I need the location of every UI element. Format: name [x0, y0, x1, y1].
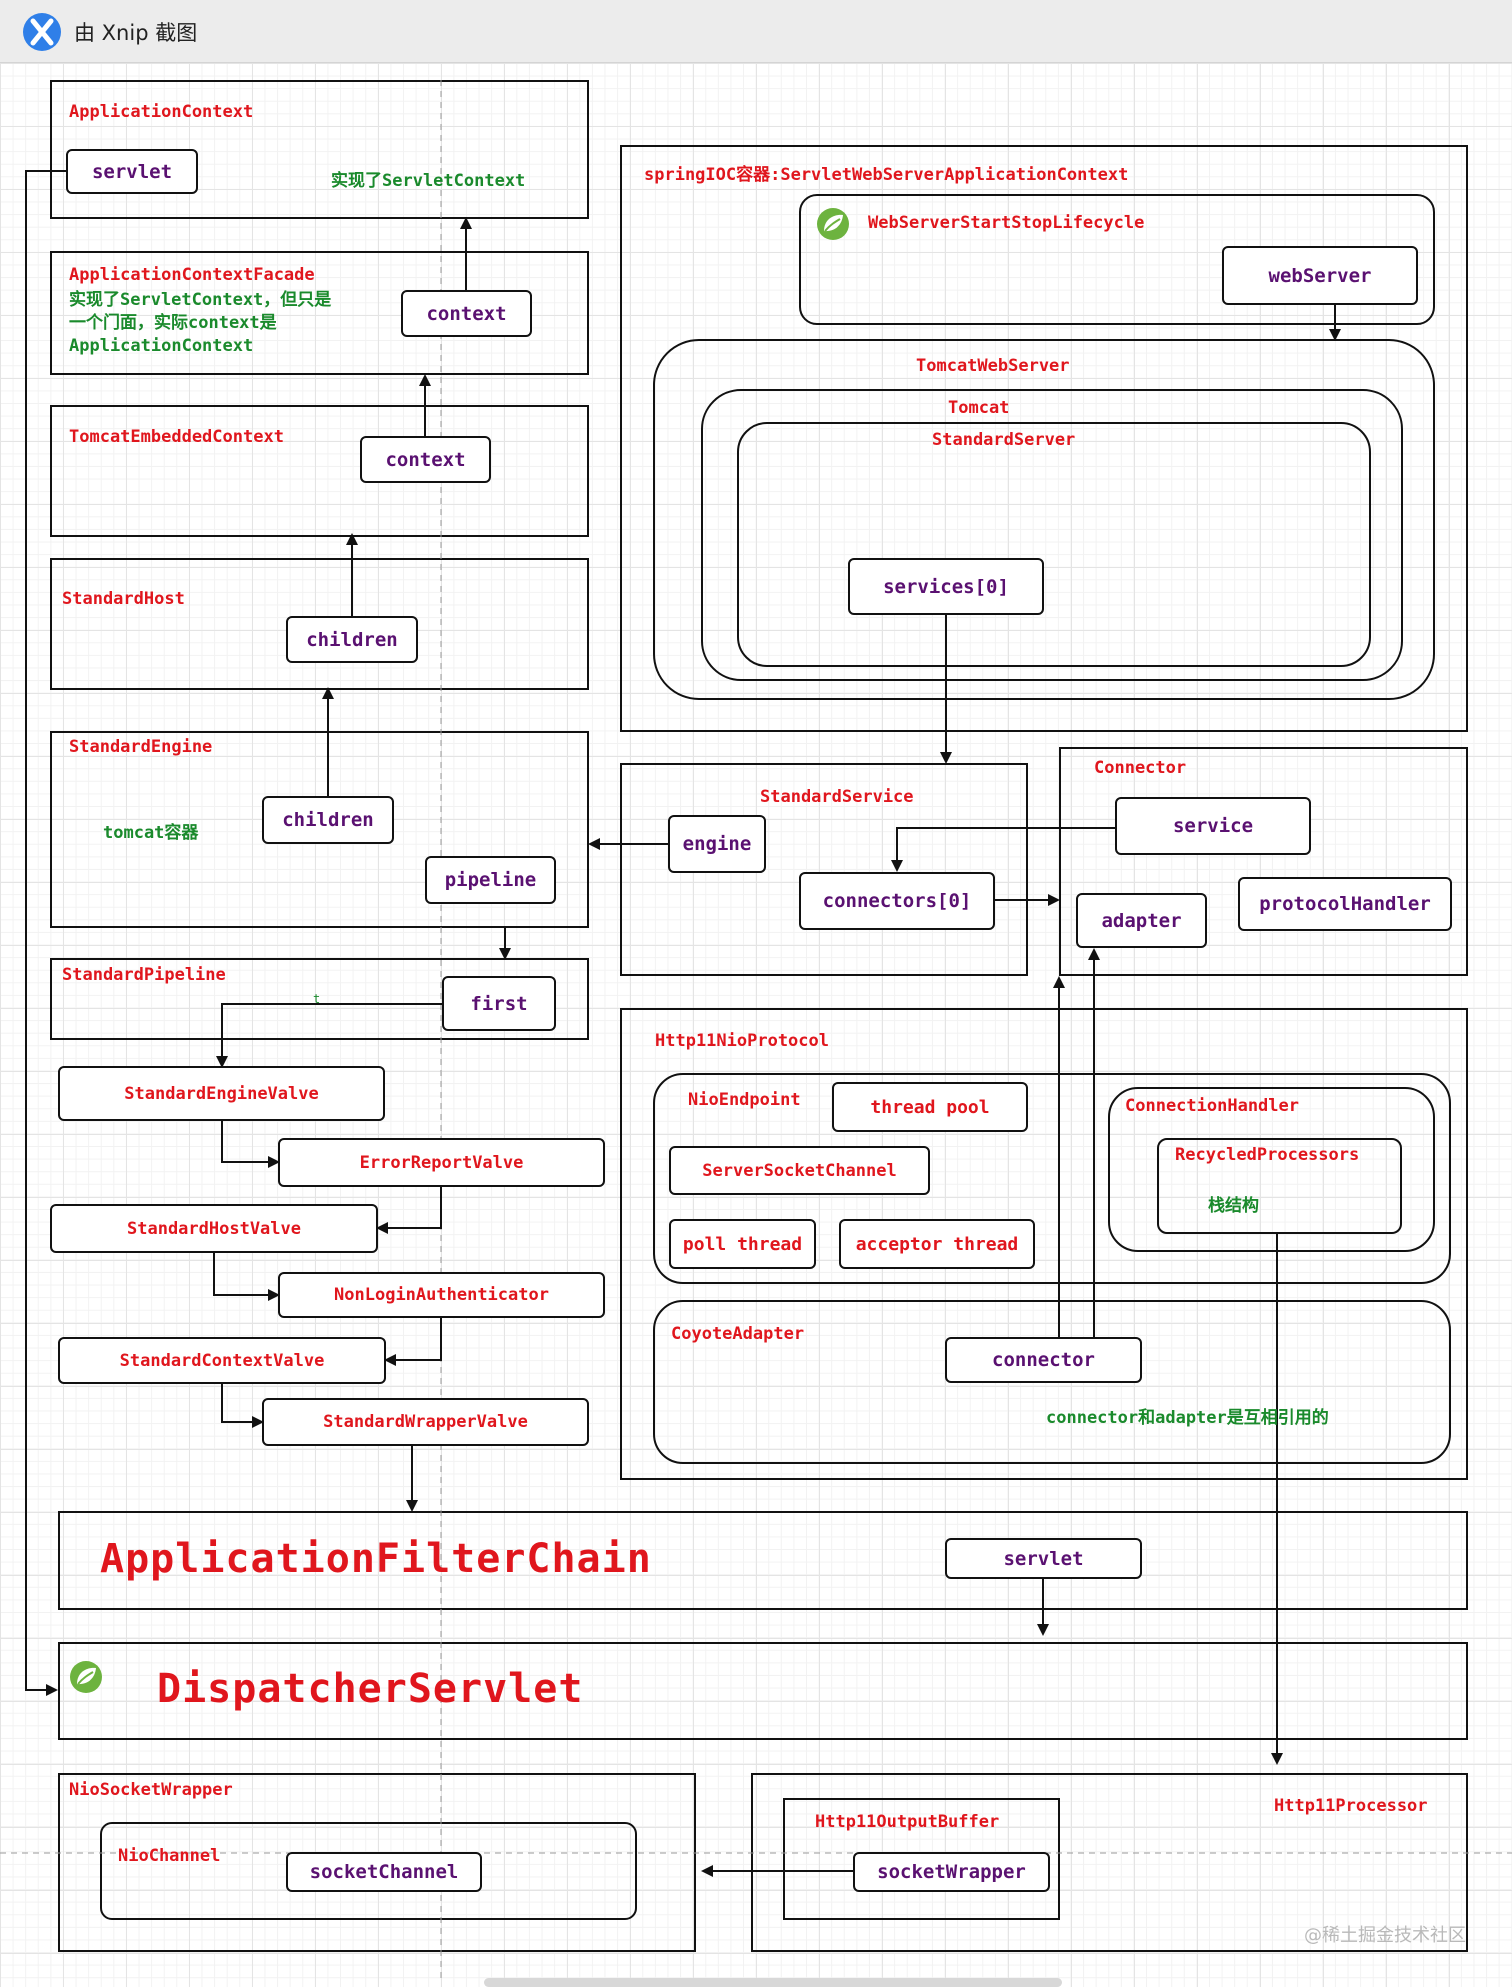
dispatcher-servlet-title: DispatcherServlet [157, 1666, 584, 1712]
standard-server-box [737, 422, 1371, 667]
tomcat-web-server-box [653, 339, 1435, 700]
poll-thread-field[interactable]: poll thread [669, 1219, 816, 1269]
application-context-title: ApplicationContext [69, 102, 254, 122]
socket-channel-field[interactable]: socketChannel [286, 1852, 482, 1892]
standard-server-title: StandardServer [932, 430, 1076, 450]
window-titlebar: 由 Xnip 截图 [0, 0, 1512, 63]
http11-output-buffer-title: Http11OutputBuffer [815, 1812, 1000, 1832]
coyote-adapter-title: CoyoteAdapter [671, 1324, 805, 1344]
tomcat-embedded-context-title: TomcatEmbeddedContext [69, 427, 284, 447]
connectors-field[interactable]: connectors[0] [799, 872, 995, 930]
adapter-field[interactable]: adapter [1076, 893, 1207, 948]
coyote-adapter-box [653, 1300, 1451, 1464]
thread-pool-field[interactable]: thread pool [832, 1082, 1028, 1132]
standard-engine-title: StandardEngine [69, 737, 213, 757]
window-title: 由 Xnip 截图 [74, 21, 198, 45]
standard-host-title: StandardHost [62, 589, 185, 609]
services-field[interactable]: services[0] [848, 558, 1044, 615]
spring-leaf-icon [70, 1661, 102, 1693]
recycled-processors-box [1157, 1138, 1402, 1234]
engine-field[interactable]: engine [668, 815, 766, 873]
coyote-connector-field[interactable]: connector [945, 1337, 1142, 1383]
http11-processor-title: Http11Processor [1274, 1796, 1428, 1816]
tomcat-box [701, 389, 1403, 681]
pipeline-field[interactable]: pipeline [425, 856, 556, 904]
spring-ioc-box [620, 145, 1468, 732]
standard-pipeline-title: StandardPipeline [62, 965, 226, 985]
connection-handler-box [1108, 1087, 1435, 1252]
stray-mark: t [313, 992, 321, 1006]
nio-channel-box [100, 1822, 637, 1920]
facade-note-line-3: ApplicationContext [69, 336, 254, 356]
host-children-field[interactable]: children [286, 616, 418, 663]
first-field[interactable]: first [442, 976, 556, 1031]
application-filter-chain-title: ApplicationFilterChain [100, 1536, 652, 1582]
acceptor-thread-field[interactable]: acceptor thread [839, 1219, 1035, 1269]
valve-standard-engine[interactable]: StandardEngineValve [58, 1066, 385, 1121]
lifecycle-title: WebServerStartStopLifecycle [868, 213, 1145, 233]
connection-handler-title: ConnectionHandler [1125, 1096, 1299, 1116]
valve-standard-context[interactable]: StandardContextValve [58, 1337, 386, 1384]
servlet-field[interactable]: servlet [66, 149, 198, 194]
servlet-context-note: 实现了ServletContext [331, 171, 526, 191]
valve-non-login-authenticator[interactable]: NonLoginAuthenticator [278, 1272, 605, 1318]
tomcat-embedded-context-box [50, 405, 589, 537]
service-field[interactable]: service [1115, 797, 1311, 855]
http11-processor-box [751, 1773, 1468, 1952]
tomcat-embedded-context-field[interactable]: context [360, 436, 491, 483]
nio-channel-title: NioChannel [118, 1846, 221, 1866]
http11-nio-protocol-box [620, 1008, 1468, 1480]
application-context-facade-title: ApplicationContextFacade [69, 265, 315, 285]
horizontal-scrollbar[interactable] [484, 1978, 1062, 1987]
facade-context-field[interactable]: context [401, 290, 532, 337]
nio-endpoint-box [653, 1073, 1451, 1284]
nio-socket-wrapper-title: NioSocketWrapper [69, 1780, 233, 1800]
tomcat-title: Tomcat [948, 398, 1010, 418]
facade-note-line-2: 一个门面，实际context是 [69, 313, 277, 333]
dispatcher-servlet-box [58, 1642, 1468, 1740]
http11-nio-protocol-title: Http11NioProtocol [655, 1031, 829, 1051]
filter-chain-servlet-field[interactable]: servlet [945, 1538, 1142, 1579]
tomcat-web-server-title: TomcatWebServer [916, 356, 1070, 376]
xnip-app-icon[interactable] [22, 12, 62, 52]
facade-note-line-1: 实现了ServletContext，但只是 [69, 290, 332, 310]
server-socket-channel-field[interactable]: ServerSocketChannel [669, 1146, 930, 1195]
stack-structure-note: 栈结构 [1208, 1196, 1259, 1216]
http11-output-buffer-box [783, 1798, 1060, 1920]
protocol-handler-field[interactable]: protocolHandler [1238, 877, 1452, 931]
watermark: @稀土掘金技术社区 [1304, 1925, 1466, 1946]
nio-socket-wrapper-box [58, 1773, 696, 1952]
spring-leaf-icon [817, 208, 849, 240]
application-context-box [50, 80, 589, 219]
socket-wrapper-field[interactable]: socketWrapper [853, 1852, 1050, 1892]
engine-children-field[interactable]: children [262, 796, 394, 844]
mutual-reference-note: connector和adapter是互相引用的 [1046, 1408, 1329, 1428]
lifecycle-box [799, 194, 1435, 325]
tomcat-container-note: tomcat容器 [103, 823, 199, 843]
recycled-processors-title: RecycledProcessors [1175, 1145, 1360, 1165]
valve-standard-host[interactable]: StandardHostValve [50, 1204, 378, 1253]
spring-ioc-title: springIOC容器:ServletWebServerApplicationC… [644, 165, 1129, 185]
nio-endpoint-title: NioEndpoint [688, 1090, 801, 1110]
valve-error-report[interactable]: ErrorReportValve [278, 1138, 605, 1187]
standard-service-title: StandardService [760, 787, 914, 807]
connector-title: Connector [1094, 758, 1187, 778]
web-server-field[interactable]: webServer [1222, 246, 1418, 305]
valve-standard-wrapper[interactable]: StandardWrapperValve [262, 1398, 589, 1446]
